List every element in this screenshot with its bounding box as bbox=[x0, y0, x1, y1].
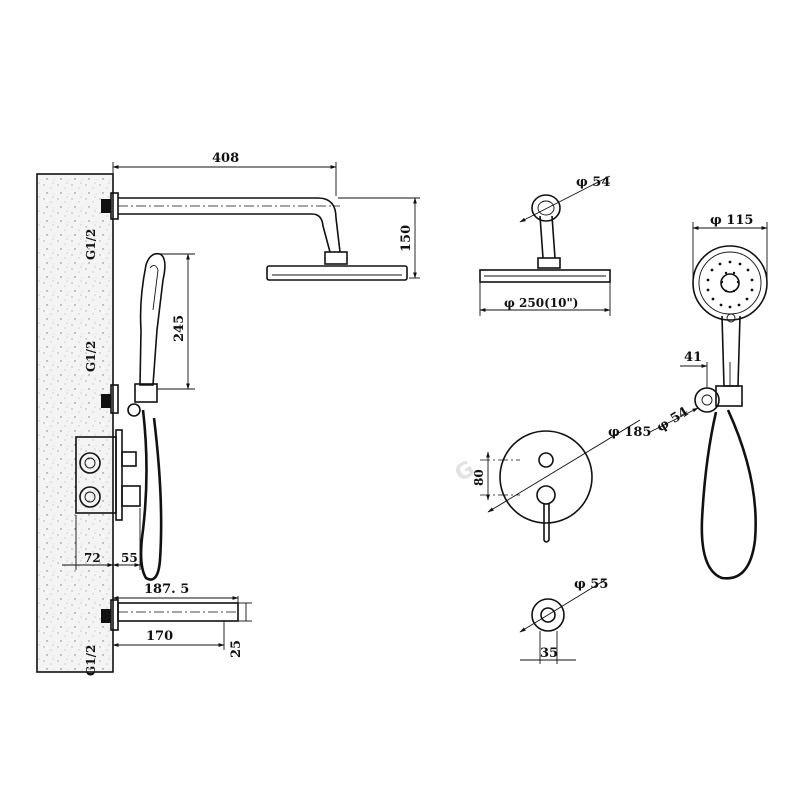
dimension-valve-plate-diameter: φ 185 bbox=[487, 419, 651, 513]
svg-text:80: 80 bbox=[472, 469, 486, 486]
svg-text:φ 250(10"): φ 250(10") bbox=[504, 296, 578, 310]
svg-text:25: 25 bbox=[229, 640, 244, 658]
dimension-spout-flange-depth: 35 bbox=[520, 631, 576, 664]
shower-hose-front bbox=[700, 409, 757, 580]
dimension-handle-projection: 55 bbox=[112, 508, 141, 570]
hand-shower-side bbox=[134, 252, 166, 403]
rain-shower-head-side bbox=[266, 265, 408, 281]
dimension-spout-length: 170 bbox=[112, 621, 225, 650]
hand-shower-holder-front bbox=[694, 385, 743, 413]
wall-section bbox=[36, 173, 114, 673]
mixing-valve-side bbox=[75, 429, 141, 521]
svg-text:φ 115: φ 115 bbox=[710, 213, 753, 228]
svg-text:55: 55 bbox=[121, 551, 138, 565]
svg-text:150: 150 bbox=[399, 225, 414, 252]
bath-spout-side bbox=[117, 602, 239, 622]
svg-text:41: 41 bbox=[684, 350, 702, 365]
valve-cover-plate-front bbox=[480, 430, 593, 543]
dimension-spout-length-outer: 187. 5 bbox=[112, 582, 239, 603]
rain-shower-head-front bbox=[479, 269, 611, 283]
thread-label-middle: G1/2 bbox=[84, 341, 98, 372]
svg-text:φ 54: φ 54 bbox=[654, 404, 691, 435]
dimension-arm-length: 408 bbox=[112, 151, 337, 196]
svg-text:170: 170 bbox=[146, 629, 173, 644]
shower-arm bbox=[118, 197, 348, 265]
svg-text:245: 245 bbox=[172, 315, 187, 342]
svg-text:187. 5: 187. 5 bbox=[144, 582, 189, 597]
wall-outlet-middle bbox=[101, 384, 119, 414]
dimension-holder-flange-diameter: φ 54 bbox=[649, 404, 699, 435]
dimension-hand-shower-diameter: φ 115 bbox=[692, 213, 768, 282]
svg-text:72: 72 bbox=[84, 551, 101, 565]
dimension-holder-offset: 41 bbox=[680, 350, 731, 388]
hand-shower-front bbox=[692, 245, 768, 387]
dimension-head-drop: 150 bbox=[338, 197, 420, 279]
dimension-rain-head-diameter: φ 250(10") bbox=[479, 282, 611, 316]
svg-text:φ 54: φ 54 bbox=[576, 175, 610, 190]
dimension-valve-handle-spacing: 80 bbox=[472, 451, 490, 501]
svg-text:35: 35 bbox=[540, 646, 558, 661]
svg-text:φ 55: φ 55 bbox=[574, 577, 608, 592]
dimension-spout-height: 25 bbox=[229, 602, 252, 658]
arm-flange-top-view: φ 54 bbox=[519, 175, 610, 269]
shower-hose-side bbox=[127, 403, 163, 581]
dimension-valve-depth: 72 bbox=[62, 515, 114, 570]
spout-flange-front: φ 55 bbox=[519, 577, 608, 633]
thread-label-top: G1/2 bbox=[84, 229, 98, 260]
svg-text:408: 408 bbox=[212, 151, 239, 166]
thread-label-bottom: G1/2 bbox=[84, 645, 98, 676]
svg-text:φ 185: φ 185 bbox=[608, 425, 651, 440]
dimension-hand-shower-length: 245 bbox=[157, 253, 195, 390]
spray-nozzles bbox=[706, 260, 754, 309]
